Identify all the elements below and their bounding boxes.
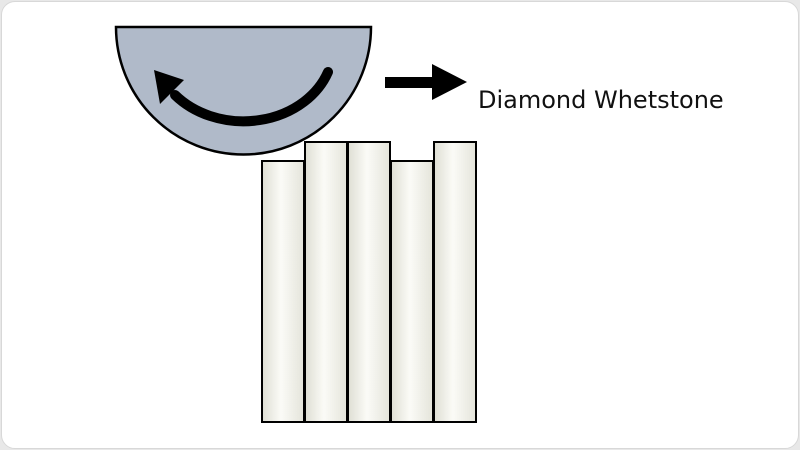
right-arrow-icon [385,64,467,100]
bar-5 [433,141,477,423]
bar-2 [304,141,348,423]
bar-1 [261,160,305,423]
bar-3 [347,141,391,423]
curved-arrow-icon [154,67,333,127]
bar-4 [390,160,434,423]
workpiece-bars [261,141,477,423]
grinding-wheel [114,25,373,156]
diamond-whetstone-label: Diamond Whetstone [478,86,724,114]
